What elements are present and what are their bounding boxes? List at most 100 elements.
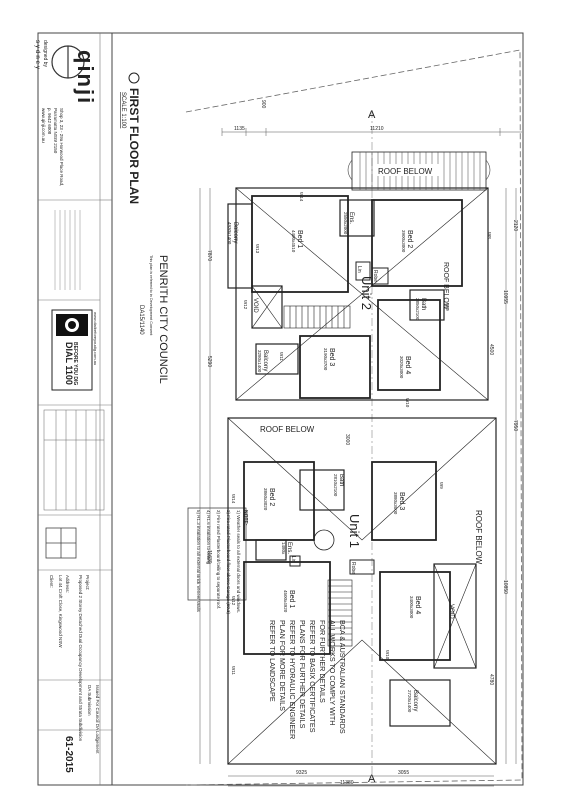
window-tag: W9 — [439, 482, 444, 489]
refer-note: REFER TO LANDSCAPE — [268, 620, 277, 702]
sheet-scale: SCALE 1:100 — [120, 92, 126, 129]
site-address-label: Address: — [65, 575, 70, 593]
firm-name: qinji — [73, 50, 98, 105]
refer-note: PLAN FOR MORE DETAILS — [278, 620, 287, 711]
note-item: 4) R1.6 insulation to ceiling — [206, 510, 211, 565]
room-label: Lin — [356, 266, 362, 273]
roof-label: ROOF BELOW — [442, 262, 449, 310]
north-arrow — [45, 527, 77, 559]
title-marker — [128, 72, 140, 84]
room-label: Bed 1 — [288, 590, 295, 608]
room-size: 2720x1400 — [407, 690, 412, 713]
site-address-value: Lot 44 Croft Close, Kingswood NSW — [58, 575, 63, 648]
revision-table — [43, 409, 105, 511]
firm-logo — [51, 45, 85, 79]
council-note: This plan is referred to in Development … — [149, 255, 153, 336]
dim-right: 10955 — [502, 290, 508, 304]
dim-bottom: 11380 — [340, 780, 354, 786]
dim-top: 11210 — [370, 126, 384, 132]
dim-left: 7870 — [206, 250, 212, 261]
notes-box — [187, 507, 247, 601]
room-size: 2810x2100 — [333, 474, 338, 497]
room-label: Ens. — [286, 542, 292, 554]
room-label: Balcony — [232, 222, 238, 243]
window-tag: W12 — [243, 300, 248, 310]
roof-label: ROOF BELOW — [260, 425, 315, 434]
roof-below-hatched: ROOF BELOW — [347, 151, 491, 191]
client-label: Client: — [49, 575, 54, 588]
room-size: 2850x2100 — [415, 298, 420, 321]
room-size: 2550x2000 — [343, 212, 348, 235]
roof-label: ROOF BELOW — [474, 510, 483, 565]
room-label: Bed 3 — [398, 492, 405, 510]
svg-text:Unit 2: Unit 2 — [359, 276, 374, 310]
room-label: Bath — [338, 474, 344, 486]
sheet-title: FIRST FLOOR PLAN — [127, 88, 141, 204]
room-label: Bed 2 — [268, 488, 275, 506]
room-label: Bed 3 — [328, 348, 335, 366]
project-label: Project: — [85, 575, 90, 590]
dial-subtitle: BEFORE YOU DIG — [72, 342, 78, 385]
room-label: Balcony — [412, 690, 418, 711]
firm-city: sydney — [34, 40, 40, 71]
dim-top: 900 — [260, 100, 266, 109]
dim-left: 5290 — [206, 356, 212, 367]
unit-1-label: Unit 1 — [347, 514, 362, 548]
drawing-number: 61-2015 — [63, 736, 74, 773]
dimension-lines — [199, 128, 522, 787]
room-label: Lin — [290, 556, 296, 563]
room-label: Balcony — [262, 350, 268, 371]
window-tag: W9 — [445, 304, 450, 311]
room-size: 3860x3020 — [263, 488, 268, 511]
window-tag: W10 — [385, 650, 390, 660]
svg-text:A: A — [368, 773, 376, 785]
refer-note: ALL WORKS TO COMPLY WITH — [328, 620, 337, 725]
dim-top: 1135 — [234, 126, 245, 132]
dim-right: 10850 — [502, 580, 508, 594]
window-tag: W10 — [405, 398, 410, 408]
section-marker-top: A A — [368, 109, 376, 785]
room-size: 4500x4920 — [283, 590, 288, 613]
window-tag: W14 — [299, 192, 304, 202]
dim-right: 4780 — [488, 674, 494, 685]
unit-2-label: Unit 2 — [359, 276, 374, 310]
project-value: Proposed 2 Storey Detached Dual Occupanc… — [78, 575, 83, 742]
property-boundary — [185, 49, 523, 786]
sheet-border — [37, 32, 524, 786]
room-label: Ens. — [348, 212, 354, 224]
room-label: Bed 2 — [406, 230, 413, 248]
stage-label: DA Submission — [87, 685, 92, 716]
svg-text:Unit 1: Unit 1 — [347, 514, 362, 548]
issued-for: Issued For Council DA Lodgement — [95, 685, 100, 754]
notes-heading: NOTE: — [242, 510, 248, 526]
room-size: 3020x3000 — [399, 356, 404, 379]
window-tag: W11 — [279, 352, 284, 361]
dim-bottom: 9325 — [296, 770, 307, 776]
room-label: Robe — [350, 562, 356, 574]
dim-right: 7950 — [512, 420, 518, 431]
room-label: VOID — [448, 604, 454, 619]
room-size: 4930x1400 — [227, 222, 232, 245]
unit-1-plan — [227, 417, 497, 765]
refer-note: REFER TO HYDRAULIC ENGINEER — [288, 620, 297, 739]
refer-note: PLANS FOR FURTHER DETAILS — [298, 620, 307, 729]
svg-text:A: A — [368, 109, 376, 121]
window-tag: W14 — [231, 494, 236, 504]
room-label: Bed 1 — [296, 230, 303, 248]
dim-right: 4500 — [488, 344, 494, 355]
window-tag: W12 — [231, 596, 236, 606]
firm-address-2: Parramatta NSW 2150 — [53, 108, 58, 154]
room-label: Robe — [372, 270, 378, 282]
dial-number: DIAL 1100 — [64, 342, 74, 385]
refer-note: BCA & AUSTRALIAN STANDARDS — [338, 620, 347, 734]
window-tag: W8 — [487, 232, 492, 239]
room-label: Bed 4 — [404, 356, 411, 374]
firm-address-1: Shop 3, 23 - 29a Horwood Place Road, — [59, 108, 64, 186]
room-label: Bath — [420, 298, 426, 310]
council-da-number: DA15/1140 — [138, 305, 144, 335]
room-size: 1480x — [281, 542, 286, 555]
refer-note: REFER TO BASIX CERTIFICATES — [308, 620, 317, 733]
unit-2-plan — [227, 187, 489, 401]
note-item: 5) R1.3 insulation to all external Brick… — [196, 510, 201, 613]
